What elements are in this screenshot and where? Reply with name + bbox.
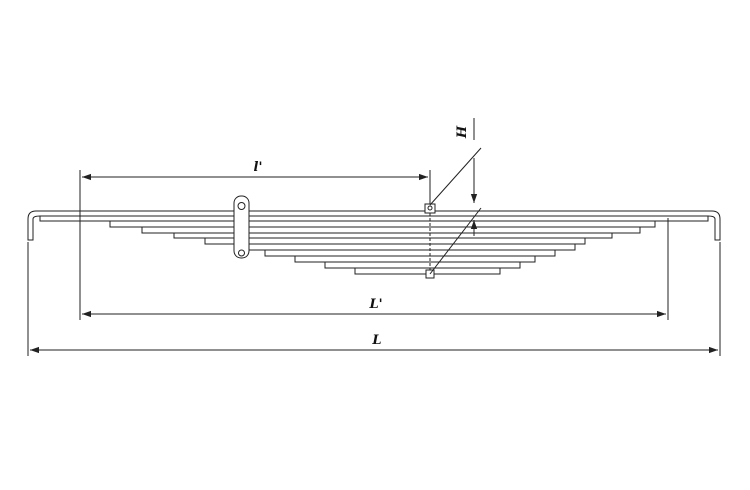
leaf-8 bbox=[264, 249, 556, 257]
L-prime-dimension bbox=[82, 218, 669, 320]
leaf-10 bbox=[324, 261, 521, 269]
center-bolt bbox=[424, 203, 436, 279]
h-dimension bbox=[429, 118, 482, 275]
leaf-3 bbox=[109, 220, 656, 228]
main-leaf bbox=[27, 210, 721, 241]
leaf-6 bbox=[204, 237, 586, 245]
leaf-2 bbox=[39, 215, 709, 222]
l-prime-dimension bbox=[79, 170, 431, 320]
rebound-clip bbox=[233, 195, 250, 259]
leaf-4 bbox=[141, 226, 641, 234]
L-prime-label: L' bbox=[368, 297, 382, 312]
h-label: H bbox=[455, 125, 470, 139]
L-dimension bbox=[27, 242, 721, 356]
leaf-stack bbox=[39, 215, 709, 275]
leaf-9 bbox=[294, 255, 536, 263]
L-label: L bbox=[371, 333, 381, 348]
l-prime-label: l' bbox=[254, 160, 263, 175]
leaf-7 bbox=[234, 243, 576, 251]
